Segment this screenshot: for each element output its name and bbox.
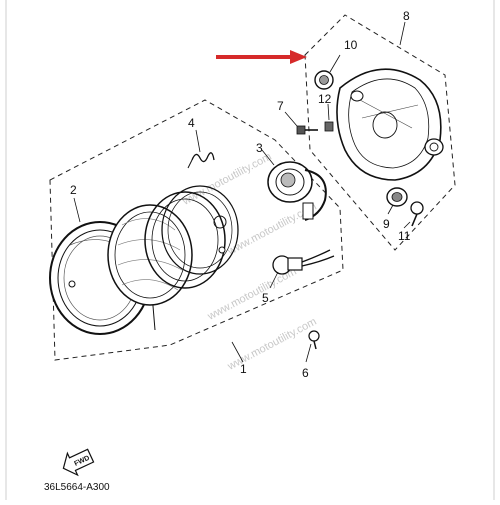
callout-3: 3 — [256, 141, 263, 155]
watermark: www.motoutility.com — [225, 316, 319, 373]
washer-part-9 — [386, 187, 408, 215]
callout-4: 4 — [188, 116, 195, 130]
callout-12: 12 — [318, 92, 332, 106]
callout-11: 11 — [398, 229, 411, 243]
grommet-part-10 — [314, 54, 341, 90]
highlight-arrow — [216, 50, 307, 64]
leader-line-1 — [231, 341, 244, 363]
callout-9: 9 — [383, 217, 390, 231]
drawing-code: 36L5664-A300 — [44, 482, 110, 493]
callout-6: 6 — [302, 366, 309, 380]
screw-part-6 — [305, 330, 320, 363]
bolt-part-7 — [284, 111, 318, 135]
callout-5: 5 — [262, 291, 269, 305]
nut-part-12 — [324, 103, 334, 132]
forward-direction-arrow: FWD — [62, 448, 95, 477]
callout-1: 1 — [240, 362, 247, 376]
leader-line-8 — [399, 21, 406, 46]
headlight-lens — [107, 204, 193, 306]
callout-10: 10 — [344, 38, 358, 52]
callout-2: 2 — [70, 183, 77, 197]
spring-clip-part-4 — [187, 129, 215, 169]
headlight-housing-part-8 — [336, 68, 444, 181]
bulb-with-wires-part-5 — [269, 249, 335, 289]
bulb-socket-part-3 — [261, 149, 327, 221]
callout-7: 7 — [277, 99, 284, 113]
assembly-outline-8 — [304, 14, 456, 251]
callout-8: 8 — [403, 9, 410, 23]
reflector-ring — [144, 191, 226, 289]
seal-ring — [161, 185, 239, 275]
leader-line-2 — [73, 197, 81, 223]
bolt-part-11 — [403, 201, 424, 229]
assembly-outline-1 — [49, 99, 344, 361]
